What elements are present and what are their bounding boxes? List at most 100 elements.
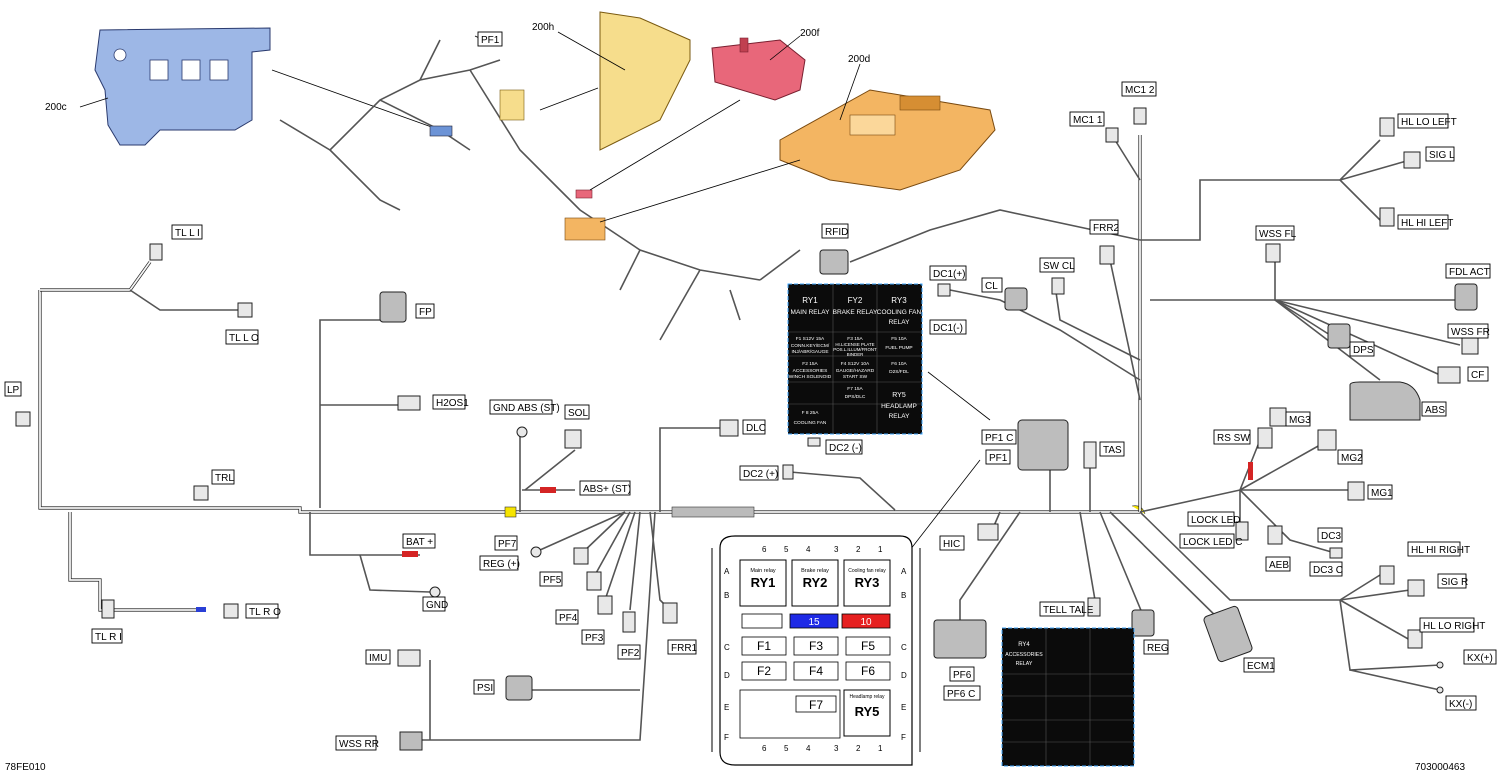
fp1-f1-l1: CONN.KEY/ECM/ bbox=[791, 343, 830, 349]
connector-hl-hi-left bbox=[1379, 207, 1395, 227]
label-sw-cl: SW CL bbox=[1043, 261, 1075, 272]
connector-h2os1 bbox=[397, 395, 421, 411]
fb-row-e-left: E bbox=[724, 703, 729, 712]
label-dps: DPS bbox=[1353, 345, 1374, 356]
connector-tl-l-o bbox=[237, 302, 253, 318]
label-abs-plus-st: ABS+ (ST) bbox=[583, 484, 631, 495]
fb-spare-10: 10 bbox=[860, 617, 872, 628]
label-mc1-2: MC1 2 bbox=[1125, 85, 1155, 96]
fp1-f4-l2: START SW bbox=[843, 374, 868, 380]
connector-mc1-1 bbox=[1105, 127, 1119, 143]
fb-ry2: RY2 bbox=[803, 575, 828, 590]
callout-200d: 200d bbox=[848, 54, 870, 65]
fb-row-e-right: E bbox=[901, 703, 906, 712]
connector-tl-r-o bbox=[223, 603, 239, 619]
connector-wss-fr bbox=[1461, 337, 1479, 355]
connector-mg3 bbox=[1269, 407, 1287, 427]
label-pf1-top: PF1 bbox=[481, 35, 500, 46]
label-pf6: PF6 bbox=[953, 670, 972, 681]
fb-col-4-bottom: 4 bbox=[806, 744, 811, 753]
label-hl-lo-right: HL LO RIGHT bbox=[1423, 621, 1485, 632]
label-gnd-abs-st: GND ABS (ST) bbox=[493, 403, 560, 414]
fb-spare-15: 15 bbox=[808, 617, 820, 628]
fb-row-f-left: F bbox=[724, 733, 729, 742]
gnd-abs-ring-terminal bbox=[516, 426, 528, 438]
fp1-f4-head: F4 S12V 10A bbox=[841, 361, 870, 367]
label-wss-fl: WSS FL bbox=[1259, 229, 1297, 240]
label-cf: CF bbox=[1471, 370, 1484, 381]
connector-mg2 bbox=[1317, 429, 1337, 451]
label-hl-lo-left: HL LO LEFT bbox=[1401, 117, 1457, 128]
connector-tl-r-i bbox=[101, 599, 115, 619]
connector-wss-rr bbox=[399, 731, 423, 751]
label-tl-l-i: TL L I bbox=[175, 228, 200, 239]
fb-col-4-top: 4 bbox=[806, 545, 811, 554]
connector-sol bbox=[564, 429, 582, 449]
fb-col-2-bottom: 2 bbox=[856, 744, 861, 753]
fp1-f3-l1: HI.LICENSE PLATE bbox=[835, 342, 874, 347]
label-mc1-1: MC1 1 bbox=[1073, 115, 1103, 126]
fuse-panel-2: RY4 ACCESSORIES RELAY bbox=[1001, 627, 1135, 767]
fb-col-3-top: 3 bbox=[834, 545, 839, 554]
label-tell-tale: TELL TALE bbox=[1043, 605, 1094, 616]
callout-200h: 200h bbox=[532, 22, 554, 33]
connector-pf5 bbox=[573, 547, 589, 565]
connector-pf2 bbox=[622, 611, 636, 633]
label-dc3-c: DC3 C bbox=[1313, 565, 1343, 576]
connector-frr1 bbox=[662, 602, 678, 624]
fuse-box: 6 5 4 3 2 1 6 5 4 3 2 1 A B C D E F A B … bbox=[711, 535, 921, 766]
fb-col-1-top: 1 bbox=[878, 545, 883, 554]
fp1-ry2: FY2 bbox=[848, 296, 863, 305]
yellow-marker bbox=[504, 506, 517, 518]
fb-ry5: RY5 bbox=[855, 704, 880, 719]
fb-row-f-right: F bbox=[901, 733, 906, 742]
fp1-ry5: RY5 bbox=[892, 392, 906, 399]
connector-pf6 bbox=[933, 619, 987, 659]
label-pf2: PF2 bbox=[621, 648, 640, 659]
label-hic: HIC bbox=[943, 539, 960, 550]
label-sig-r: SIG R bbox=[1441, 577, 1468, 588]
label-frr1: FRR1 bbox=[671, 643, 698, 654]
label-pf3: PF3 bbox=[585, 633, 604, 644]
fp1-ry3: RY3 bbox=[891, 296, 907, 305]
fp1-ry3-name1: COOLING FAN bbox=[877, 309, 922, 316]
label-lock-led: LOCK LED bbox=[1191, 515, 1240, 526]
connector-pf4 bbox=[586, 571, 602, 591]
fp1-ry1-name: MAIN RELAY bbox=[791, 309, 831, 316]
fb-f1: F1 bbox=[757, 639, 771, 653]
fp1-f7-head: F7 15A bbox=[847, 386, 863, 392]
label-wss-rr: WSS RR bbox=[339, 739, 379, 750]
fb-ry1-cap: Main relay bbox=[750, 568, 776, 574]
convoluted-tube-section bbox=[671, 506, 755, 518]
spare-fuse-15 bbox=[789, 613, 839, 629]
fp1-f3-l2: POS.L.ILLUM/FRONT bbox=[833, 347, 877, 352]
blue-marker bbox=[196, 607, 206, 612]
fb-col-6-bottom: 6 bbox=[762, 744, 767, 753]
fp1-f6-l1: D2S/FDL bbox=[889, 369, 909, 375]
label-sol: SOL bbox=[568, 408, 588, 419]
fb-f2: F2 bbox=[757, 664, 771, 678]
bracket-200c bbox=[94, 27, 271, 146]
label-dc2-plus: DC2 (+) bbox=[743, 469, 778, 480]
connector-cl bbox=[1004, 287, 1028, 311]
connector-rfid bbox=[819, 249, 849, 275]
label-dc3: DC3 bbox=[1321, 531, 1341, 542]
spare-fuse-10 bbox=[841, 613, 891, 629]
fp1-f2-l1: ACCESSORIES bbox=[793, 368, 828, 374]
fp2-ry4-name1: ACCESSORIES bbox=[1005, 652, 1043, 658]
labels: PF1 MC1 2 MC1 1 HL LO LEFT SIG L HL HI L… bbox=[4, 31, 1497, 751]
base-200d bbox=[779, 89, 996, 191]
fp1-ry5-name1: HEADLAMP bbox=[881, 403, 917, 410]
label-tl-r-o: TL R O bbox=[249, 607, 281, 618]
label-dlc: DLC bbox=[746, 423, 766, 434]
label-tl-r-i: TL R I bbox=[95, 632, 122, 643]
connector-ecm1 bbox=[1203, 605, 1253, 663]
fp1-f1-head: F1 S12V 15A bbox=[796, 336, 825, 342]
fp2-ry4: RY4 bbox=[1018, 642, 1030, 648]
fp1-ry2-name: BRAKE RELAY bbox=[833, 309, 878, 316]
label-h2os1: H2OS1 bbox=[436, 398, 469, 409]
connector-sig-l bbox=[1403, 151, 1421, 169]
connectors bbox=[15, 107, 1479, 751]
fp1-ry3-name2: RELAY bbox=[889, 319, 910, 326]
label-wss-fr: WSS FR bbox=[1451, 327, 1490, 338]
